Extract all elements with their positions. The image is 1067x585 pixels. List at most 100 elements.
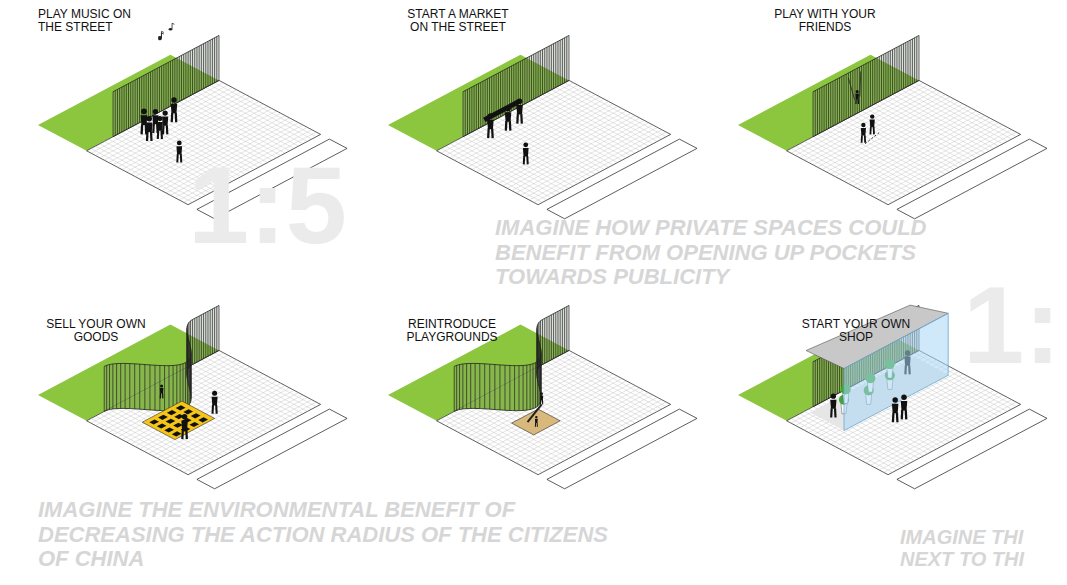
fence-bar	[544, 318, 545, 363]
person-head	[147, 116, 153, 122]
drawing-stroke	[520, 125, 652, 195]
fence-bar	[168, 366, 169, 411]
person-silhouette	[540, 392, 543, 404]
fence-bar	[540, 321, 541, 366]
person-legs	[153, 124, 157, 133]
drawing-stroke	[210, 355, 312, 409]
person-head	[177, 141, 182, 146]
drawing-stroke	[201, 90, 303, 144]
fence-bar	[916, 37, 917, 82]
fence-bar	[813, 92, 814, 137]
fence-bar	[870, 61, 871, 106]
person-silhouette	[901, 394, 908, 419]
fence-bar	[910, 40, 911, 85]
drawing-stroke	[498, 113, 630, 183]
person-body	[505, 112, 512, 122]
fence-bar	[896, 47, 897, 92]
fence-bar	[569, 305, 570, 350]
fence-bar	[919, 35, 920, 80]
fence-bar	[196, 317, 197, 362]
drawing-stroke	[910, 85, 1012, 139]
fence	[463, 35, 569, 136]
fence-bar	[837, 79, 838, 124]
fence	[813, 35, 919, 136]
person-body	[540, 396, 543, 401]
fence-bar	[894, 48, 895, 93]
fence-bar	[546, 47, 547, 92]
fence-bar	[194, 318, 195, 363]
fence-bar	[518, 366, 519, 411]
fence-bar	[130, 82, 131, 127]
fence-bar	[139, 364, 140, 409]
road-strip	[897, 139, 1047, 219]
person-body	[830, 400, 836, 409]
drawing-stroke	[206, 357, 308, 411]
fence-bar	[509, 365, 510, 410]
watermark-text: IMAGINE HOW PRIVATE SPACES COULD BENEFIT…	[495, 216, 985, 290]
goods-item	[176, 405, 186, 410]
drawing-stroke	[835, 106, 967, 176]
drawing-stroke	[490, 109, 622, 179]
fence-rail	[104, 350, 219, 411]
fence-bar	[134, 364, 135, 409]
fence-bar	[564, 308, 565, 353]
panel-market	[388, 35, 697, 218]
person-legs	[160, 393, 163, 398]
fence-bar	[854, 69, 855, 114]
person-body	[535, 419, 538, 423]
person-silhouette	[861, 123, 866, 143]
fence-bar	[475, 363, 476, 408]
fence-bar	[551, 315, 552, 360]
fence-bar	[128, 84, 129, 129]
fence-bar	[482, 81, 483, 126]
panel-heading: PLAY WITH YOUR FRIENDS	[770, 8, 880, 35]
person-head	[856, 90, 859, 93]
fence-bar	[456, 365, 457, 410]
fence-bar	[476, 85, 477, 130]
fence-bar	[219, 305, 220, 350]
fence-bar	[207, 41, 208, 86]
fence-bar	[815, 361, 816, 406]
fence-bar	[901, 45, 902, 90]
fence-bar	[129, 364, 130, 409]
person-head	[163, 110, 168, 115]
fence-bar	[137, 79, 138, 124]
fence-bar	[533, 54, 534, 99]
fence-bar	[555, 312, 556, 357]
panel-play	[738, 35, 1047, 218]
panel-goods	[38, 305, 347, 488]
fence-panel	[463, 35, 569, 136]
road-strip	[547, 409, 697, 489]
fence-bar	[850, 72, 851, 117]
fence-bar	[144, 365, 145, 410]
fence-bar	[177, 58, 178, 103]
person-legs	[147, 131, 152, 141]
person-silhouette	[160, 384, 164, 398]
person-legs	[182, 430, 187, 440]
fence-bar	[454, 366, 455, 411]
fence-bar	[465, 91, 466, 136]
fence-panel	[813, 35, 919, 136]
fence-bar	[112, 364, 113, 409]
person-legs	[177, 154, 181, 162]
fence-bar	[843, 75, 844, 120]
watermark-text: 1:	[963, 270, 1063, 380]
drawing-stroke	[494, 111, 626, 181]
person-silhouette	[535, 416, 538, 427]
market-table	[484, 101, 519, 120]
road-strip	[197, 409, 347, 489]
fence-bar	[821, 357, 822, 402]
fence-bar	[205, 312, 206, 357]
fence-bar	[474, 86, 475, 131]
fence-bar	[914, 38, 915, 83]
fence-bar	[813, 362, 814, 407]
goods-item	[158, 415, 168, 420]
panel-playground	[388, 305, 697, 488]
drawing-stroke	[906, 87, 1008, 141]
person-legs	[213, 405, 217, 414]
person-head	[153, 109, 158, 114]
person-head	[141, 108, 147, 114]
person-legs	[541, 400, 543, 405]
fence-bar	[560, 40, 561, 85]
fence-bar	[210, 40, 211, 85]
